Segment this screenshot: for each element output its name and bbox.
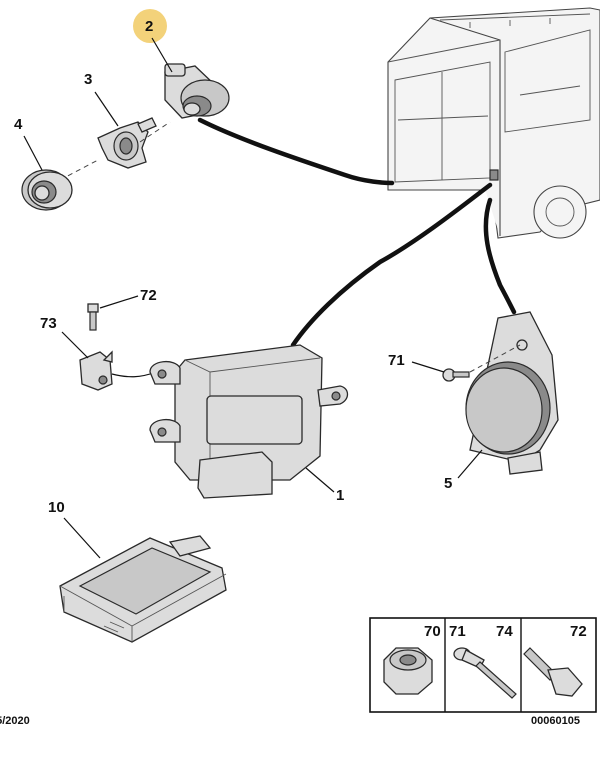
parking-sensor: [164, 63, 230, 119]
mounting-bracket-73: [79, 350, 113, 391]
callout-10: 10: [48, 499, 65, 516]
callout-2-highlight: [133, 9, 167, 43]
rivet-71: [442, 368, 470, 382]
bolt-icon: [523, 647, 583, 697]
control-module: [149, 344, 349, 499]
grommet-ring: [21, 169, 73, 211]
footer-reference: 00060105: [531, 715, 580, 727]
callout-5: 5: [444, 475, 452, 492]
sensor-bracket: [97, 117, 157, 169]
rivet-icon: [453, 647, 517, 699]
footer-date: 05/2020: [0, 715, 30, 727]
table-label-71: 71: [449, 623, 466, 640]
callout-2: 2: [145, 18, 153, 35]
table-label-70: 70: [424, 623, 441, 640]
buzzer-speaker: [465, 311, 559, 475]
van-illustration: [387, 7, 600, 239]
nut-icon: [383, 647, 433, 695]
table-label-72: 72: [570, 623, 587, 640]
callout-3: 3: [84, 71, 92, 88]
ecu-module-10: [59, 535, 227, 643]
callout-73: 73: [40, 315, 57, 332]
fastener-table: 70 71 74 72: [369, 617, 597, 713]
callout-4: 4: [14, 116, 23, 133]
callout-1: 1: [336, 487, 344, 504]
callout-72: 72: [140, 287, 157, 304]
callout-71: 71: [388, 352, 405, 369]
bolt-72: [87, 303, 99, 331]
table-label-74: 74: [496, 623, 513, 640]
wiring-harness: [197, 117, 517, 348]
